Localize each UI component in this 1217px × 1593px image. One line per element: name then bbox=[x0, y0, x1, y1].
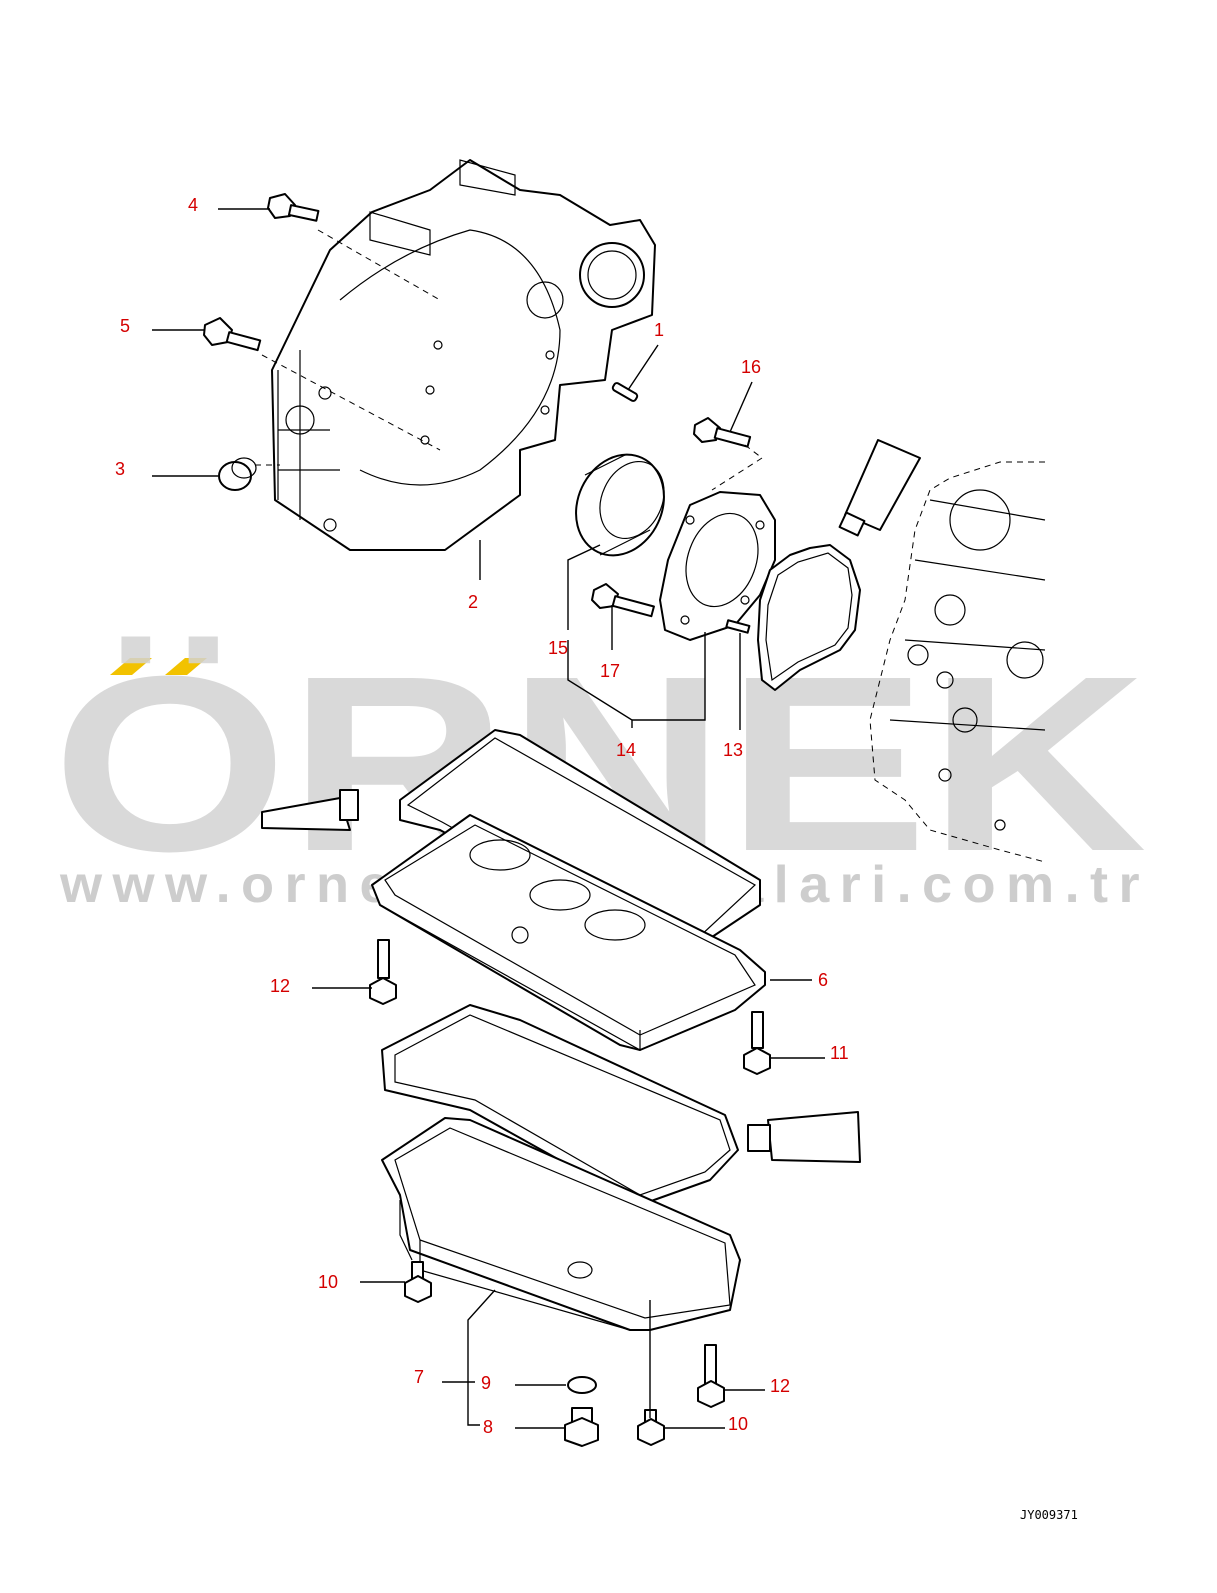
bolt-12-lower bbox=[697, 1344, 725, 1408]
callout-15: 15 bbox=[548, 638, 568, 658]
callouts: 1 2 3 4 5 6 7 8 9 10 10 11 12 12 13 14 1… bbox=[115, 195, 849, 1437]
callout-10-left: 10 bbox=[318, 1272, 338, 1292]
drain-plug-8 bbox=[564, 1407, 599, 1447]
lower-oil-pan bbox=[381, 1117, 741, 1331]
seal-housing bbox=[659, 491, 776, 641]
callout-10-lower: 10 bbox=[728, 1414, 748, 1434]
upper-oil-pan bbox=[371, 814, 766, 1052]
callout-12-lower: 12 bbox=[770, 1376, 790, 1396]
bolt-11 bbox=[743, 1011, 771, 1075]
plug bbox=[218, 457, 257, 491]
bolt-4 bbox=[267, 193, 320, 222]
seal-housing-gasket bbox=[757, 544, 861, 691]
callout-17: 17 bbox=[600, 661, 620, 681]
pin-13 bbox=[725, 619, 751, 634]
sealant-tube-2 bbox=[261, 789, 359, 831]
bolt-17 bbox=[591, 583, 655, 618]
lower-oil-pan-gasket bbox=[381, 1004, 739, 1206]
callout-12-upper: 12 bbox=[270, 976, 290, 996]
callout-1: 1 bbox=[654, 320, 664, 340]
bolt-16 bbox=[693, 417, 752, 448]
bolt-10-left bbox=[404, 1261, 432, 1303]
callout-7: 7 bbox=[414, 1367, 424, 1387]
watermark-accent-right bbox=[165, 658, 207, 675]
bolt-10-lower bbox=[637, 1409, 665, 1446]
washer-9 bbox=[567, 1376, 597, 1394]
sealant-tube bbox=[838, 439, 921, 537]
sealant-tube-3 bbox=[747, 1111, 861, 1163]
dowel-pin bbox=[611, 382, 639, 402]
drawing-id: JY009371 bbox=[1020, 1508, 1078, 1522]
engine-block bbox=[869, 461, 1046, 863]
callout-11: 11 bbox=[830, 1043, 849, 1063]
oil-seal bbox=[575, 453, 665, 557]
callout-2: 2 bbox=[468, 592, 478, 612]
callout-13: 13 bbox=[723, 740, 743, 760]
callout-9: 9 bbox=[481, 1373, 491, 1393]
bolt-5 bbox=[203, 317, 262, 352]
callout-6: 6 bbox=[818, 970, 828, 990]
callout-5: 5 bbox=[120, 316, 130, 336]
callout-3: 3 bbox=[115, 459, 125, 479]
callout-16: 16 bbox=[741, 357, 761, 377]
bolt-12-upper bbox=[369, 939, 397, 1005]
callout-4: 4 bbox=[188, 195, 198, 215]
upper-oil-pan-gasket bbox=[399, 729, 761, 946]
watermark-accent-left bbox=[110, 658, 152, 675]
callout-8: 8 bbox=[483, 1417, 493, 1437]
flywheel-housing bbox=[271, 159, 656, 551]
leader-lines bbox=[152, 208, 825, 1429]
callout-14: 14 bbox=[616, 740, 636, 760]
